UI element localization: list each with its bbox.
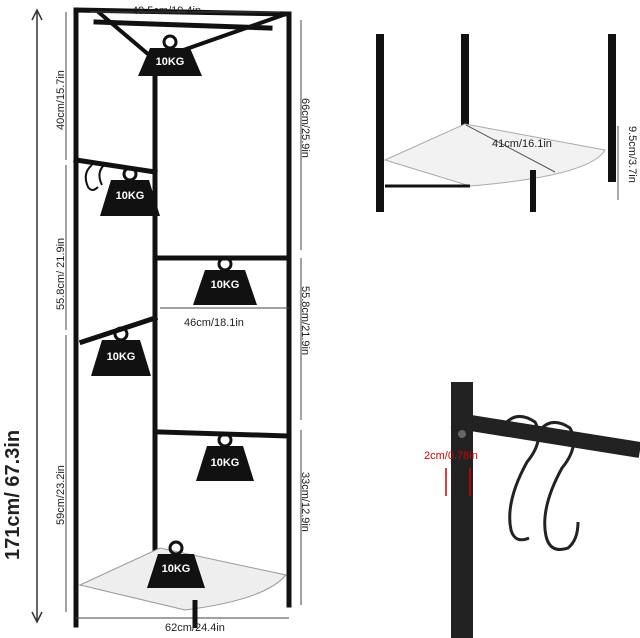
top-width-label: 49.5cm/19.4in (132, 5, 202, 17)
weight-label: 10KG (155, 56, 185, 68)
left-mid-gap-label: 55.8cm/ 21.9in (55, 237, 67, 310)
total-height-arrow (31, 8, 43, 624)
right-mid-gap-label: 55.8cm/21.9in (299, 286, 311, 356)
upper-left-gap-label: 40cm/15.7in (55, 70, 67, 130)
weight-label: 10KG (106, 351, 136, 363)
weight-icons (91, 48, 257, 588)
left-hooks (84, 164, 105, 191)
right-low-gap-label: 33cm/12.9in (299, 472, 311, 532)
detail-shelf-depth-label: 41cm/16.1in (492, 138, 552, 150)
total-height-label: 171cm/ 67.3in (2, 429, 24, 560)
right-upper-gap-label: 66cm/25.9in (299, 98, 311, 158)
weight-label: 10KG (210, 457, 240, 469)
left-low-gap-label: 59cm/23.2in (55, 465, 67, 525)
base-width-label: 62cm/24.4in (165, 622, 225, 634)
weight-label: 10KG (210, 279, 240, 291)
mid-shelf-width-label: 46cm/18.1in (184, 317, 244, 329)
detail-corner-shelf (370, 0, 640, 230)
weight-handles (113, 34, 233, 556)
detail-hooks (445, 382, 640, 638)
rack-frame (73, 7, 292, 628)
weight-label: 10KG (115, 190, 145, 202)
detail-shelf-thickness-label: 9.5cm/3.7in (626, 126, 638, 183)
weight-label: 10KG (161, 563, 191, 575)
detail-hook-width-label: 2cm/0.78in (424, 450, 478, 462)
